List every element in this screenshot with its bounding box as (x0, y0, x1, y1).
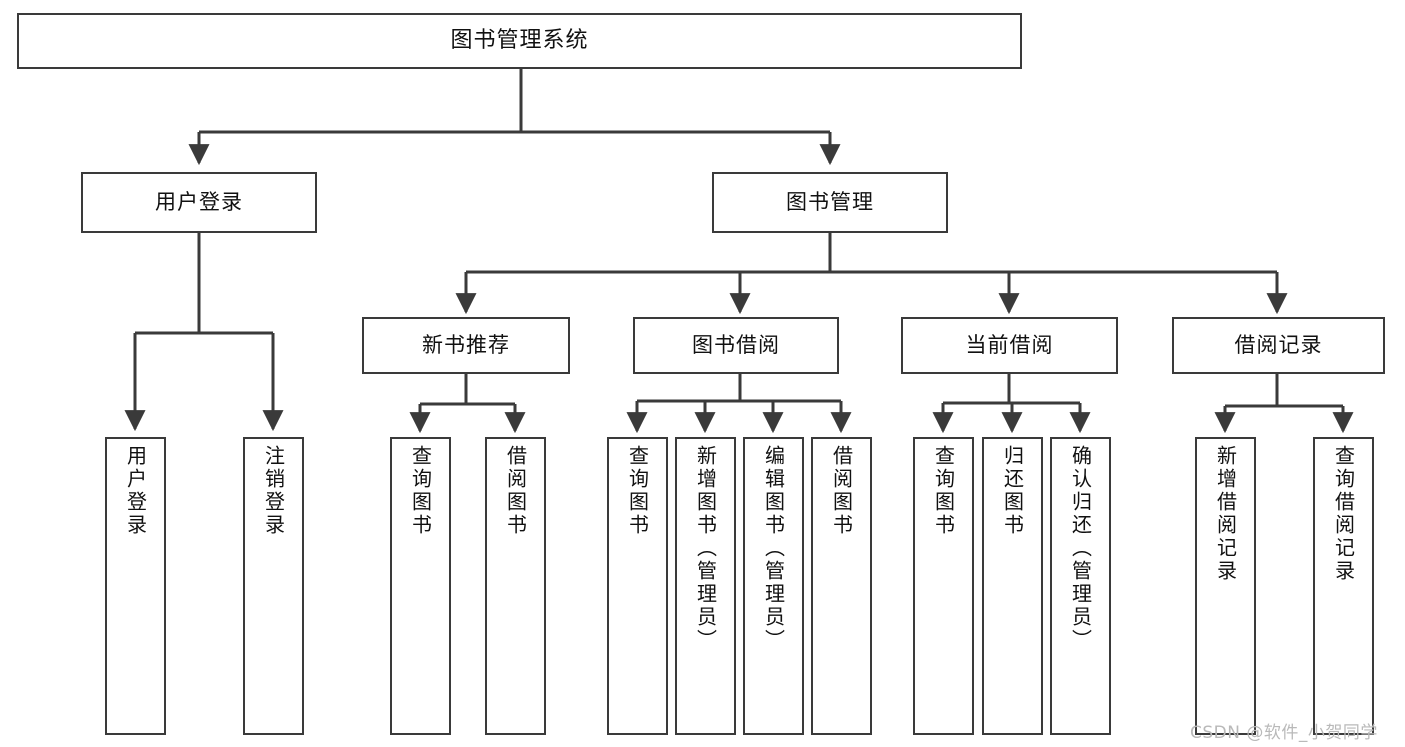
node-user-login[interactable]: 用户登录 (81, 172, 317, 233)
node-new-book-recommend[interactable]: 新书推荐 (362, 317, 570, 374)
node-label: 查询图书 (625, 445, 650, 537)
node-label: 查询图书 (931, 445, 956, 537)
leaf-query-book-borrow[interactable]: 查询图书 (607, 437, 668, 735)
leaf-query-borrow-record[interactable]: 查询借阅记录 (1313, 437, 1374, 735)
node-label: 图书管理系统 (450, 28, 589, 54)
node-book-borrow[interactable]: 图书借阅 (633, 317, 839, 374)
node-label: 用户登录 (123, 445, 148, 537)
node-label: 新书推荐 (422, 333, 510, 358)
node-label: 用户登录 (155, 190, 243, 215)
node-root-system[interactable]: 图书管理系统 (17, 13, 1022, 69)
node-book-management[interactable]: 图书管理 (712, 172, 948, 233)
leaf-user-login[interactable]: 用户登录 (105, 437, 166, 735)
node-label: 借阅图书 (503, 445, 528, 537)
leaf-logout[interactable]: 注销登录 (243, 437, 304, 735)
node-current-borrow[interactable]: 当前借阅 (901, 317, 1118, 374)
node-label: 借阅记录 (1234, 333, 1323, 358)
node-borrow-records[interactable]: 借阅记录 (1172, 317, 1385, 374)
leaf-add-borrow-record[interactable]: 新增借阅记录 (1195, 437, 1256, 735)
node-label: 新增图书（管理员） (693, 445, 718, 652)
node-label: 图书借阅 (692, 333, 780, 358)
node-label: 借阅图书 (829, 445, 854, 537)
node-label: 图书管理 (786, 190, 874, 215)
node-label: 查询图书 (408, 445, 433, 537)
leaf-borrow-book[interactable]: 借阅图书 (811, 437, 872, 735)
node-label: 确认归还（管理员） (1068, 445, 1093, 652)
leaf-borrow-book-new[interactable]: 借阅图书 (485, 437, 546, 735)
node-label: 查询借阅记录 (1331, 445, 1356, 583)
leaf-query-book-current[interactable]: 查询图书 (913, 437, 974, 735)
leaf-add-book-admin[interactable]: 新增图书（管理员） (675, 437, 736, 735)
node-label: 当前借阅 (965, 333, 1054, 358)
watermark: CSDN @软件_小贺同学 (1190, 723, 1378, 743)
leaf-query-book-new[interactable]: 查询图书 (390, 437, 451, 735)
node-label: 归还图书 (1000, 445, 1025, 537)
leaf-return-book[interactable]: 归还图书 (982, 437, 1043, 735)
node-label: 新增借阅记录 (1213, 445, 1238, 583)
leaf-edit-book-admin[interactable]: 编辑图书（管理员） (743, 437, 804, 735)
node-label: 编辑图书（管理员） (761, 445, 786, 652)
leaf-confirm-return-admin[interactable]: 确认归还（管理员） (1050, 437, 1111, 735)
node-label: 注销登录 (261, 445, 286, 537)
